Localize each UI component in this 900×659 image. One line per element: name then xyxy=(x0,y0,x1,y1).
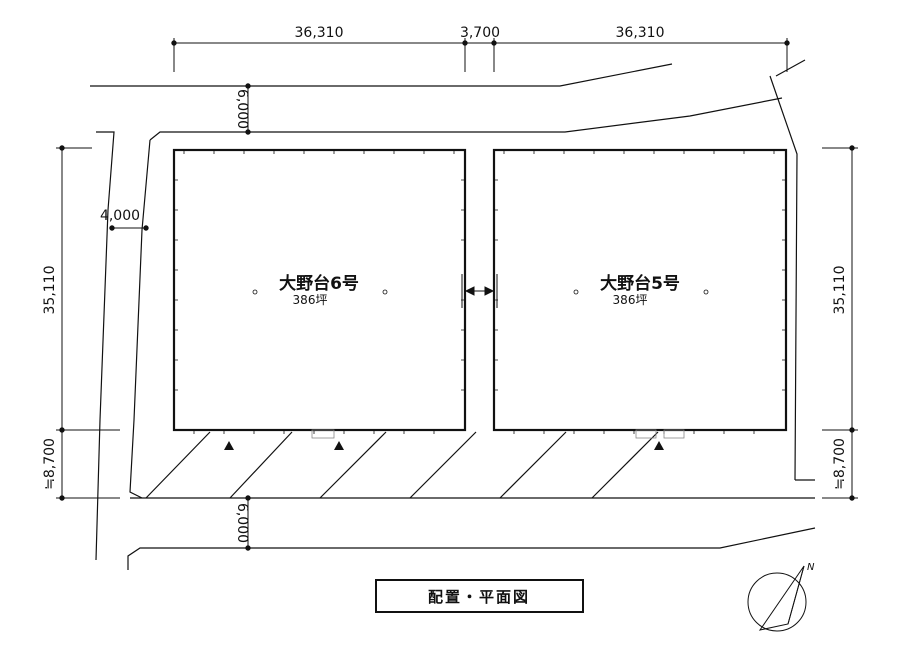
dim-top-gap: 3,700 xyxy=(460,25,500,41)
top-dimension-chain xyxy=(171,38,790,72)
dim-right-front: ≒8,700 xyxy=(832,438,848,490)
east-boundary xyxy=(769,59,815,481)
west-road xyxy=(95,131,151,561)
dim-left-depth: 35,110 xyxy=(42,266,58,315)
north-road xyxy=(90,63,783,141)
south-road xyxy=(127,527,816,570)
parking-strip xyxy=(130,431,815,499)
dim-top-right-lot: 36,310 xyxy=(616,25,665,41)
dim-top-left-lot: 36,310 xyxy=(295,25,344,41)
meter-boxes xyxy=(311,429,685,439)
south-road-width-dimension xyxy=(245,495,251,551)
lot-6-name: 大野台6号 xyxy=(279,273,359,294)
dim-left-front: ≒8,700 xyxy=(42,438,58,490)
west-road-width-dimension xyxy=(109,225,149,231)
lot-6-label-marker-left xyxy=(252,289,258,295)
dim-west-road-width: 4,000 xyxy=(100,208,140,224)
lot-5-area: 386坪 xyxy=(613,293,648,307)
lot-5-label-marker-left xyxy=(573,289,579,295)
north-arrow-icon xyxy=(747,565,807,632)
lot-5-name: 大野台5号 xyxy=(600,273,680,294)
entrance-markers xyxy=(224,441,664,450)
drawing-title: 配置・平面図 xyxy=(428,588,530,606)
dim-north-road-width: 6,000 xyxy=(234,89,250,129)
dim-south-road-width: 6,000 xyxy=(234,503,250,543)
drawing-title-box: 配置・平面図 xyxy=(375,579,584,613)
lot-6-area: 386坪 xyxy=(293,293,328,307)
north-road-width-dimension xyxy=(245,83,251,135)
north-label: N xyxy=(807,562,815,573)
lot-6-label-marker-right xyxy=(382,289,388,295)
lot-5-label-marker-right xyxy=(703,289,709,295)
gap-dimension-arrows xyxy=(461,274,498,308)
dim-right-depth: 35,110 xyxy=(832,266,848,315)
right-side-dimensions xyxy=(822,145,858,501)
left-side-dimensions xyxy=(56,145,120,501)
